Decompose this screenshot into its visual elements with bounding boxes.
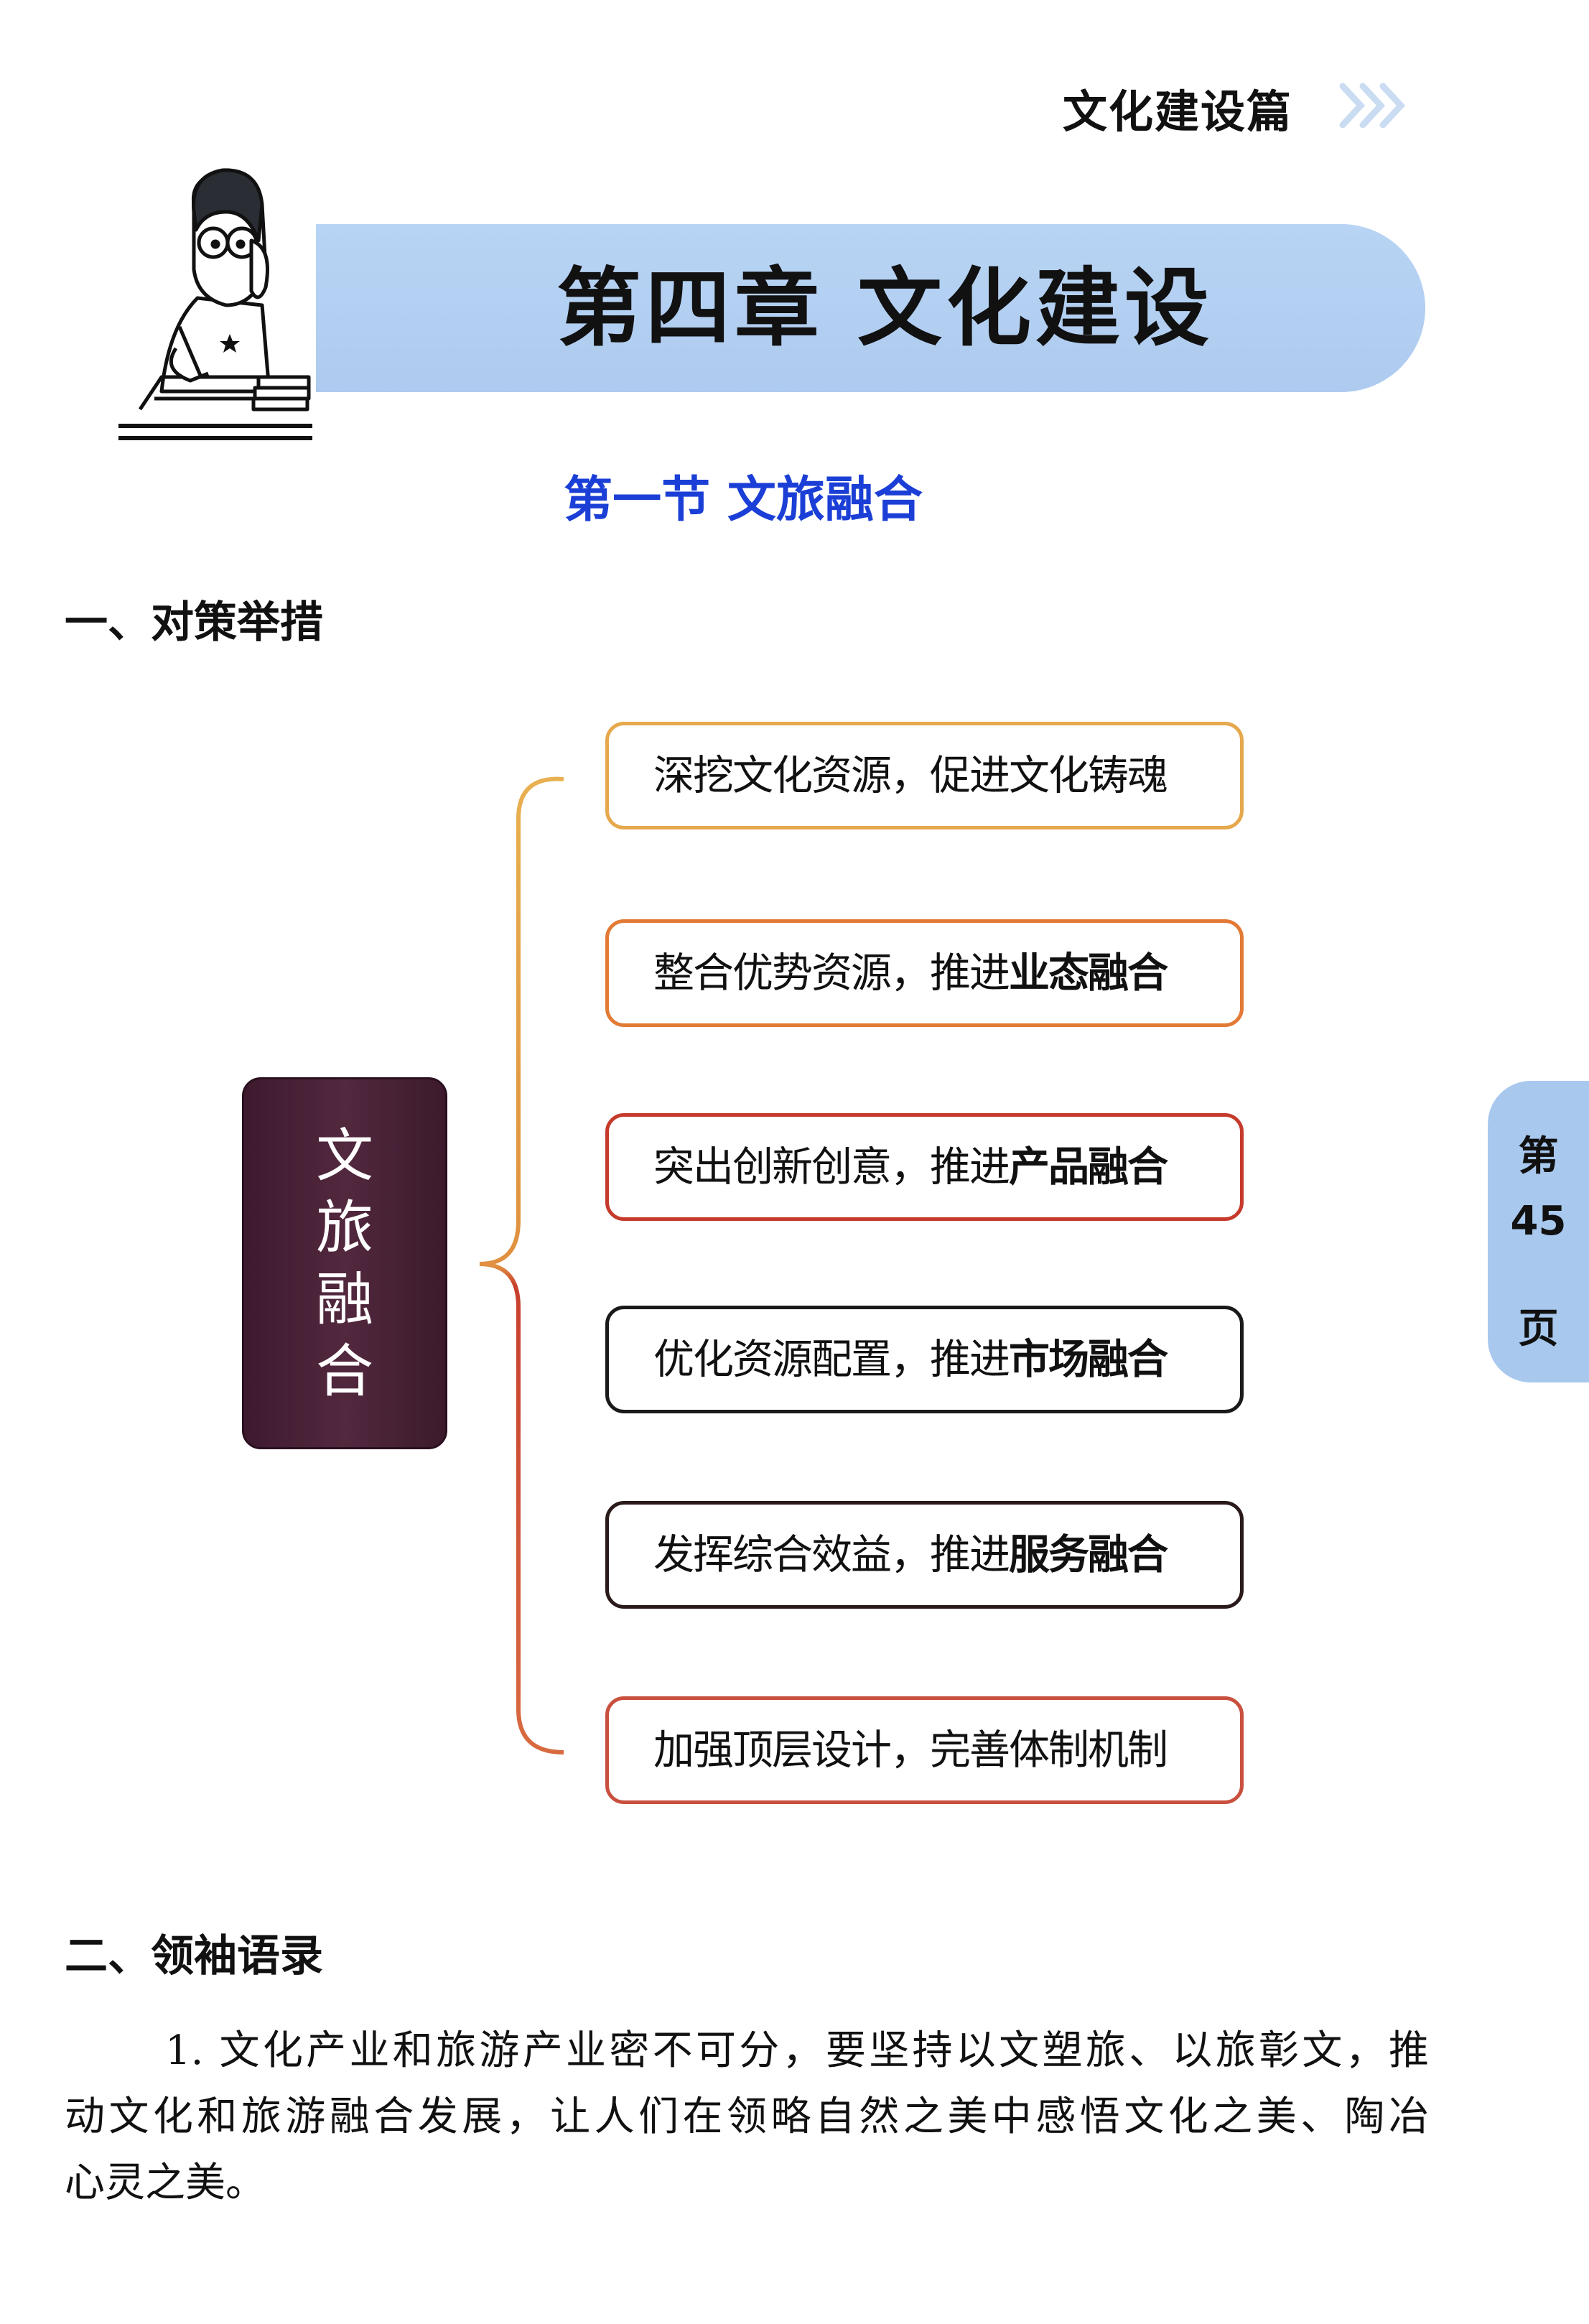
center-node: [242, 1077, 447, 1449]
page-tab: [1488, 1081, 1589, 1382]
student-illustration: [118, 168, 312, 440]
branch-box: 优化资源配置，推进市场融合: [605, 1306, 1244, 1413]
branch-box: 整合优势资源，推进业态融合: [605, 919, 1244, 1027]
chapter-banner: [316, 224, 1425, 392]
page-number: 45: [1510, 1198, 1567, 1245]
part-title: 文化建设篇: [1063, 85, 1293, 138]
brace-connector: [479, 776, 564, 1754]
page-tab-prefix: 第: [1518, 1133, 1559, 1180]
quote-line: 动文化和旅游融合发展，让人们在领略自然之美中感悟文化之美、陶冶: [65, 2093, 1429, 2140]
center-char: 合: [316, 1338, 373, 1405]
branch-box: 加强顶层设计，完善体制机制: [605, 1696, 1244, 1804]
center-char: 旅: [316, 1194, 373, 1261]
chevron-right-icon: [1339, 83, 1406, 129]
section-title: 第一节 文旅融合: [564, 472, 923, 529]
branch-box: 深挖文化资源，促进文化铸魂: [605, 722, 1244, 829]
page-tab-suffix: 页: [1518, 1306, 1559, 1352]
heading-quotes: 二、领袖语录: [65, 1931, 323, 1981]
center-char: 融: [316, 1266, 373, 1333]
heading-countermeasures: 一、对策举措: [65, 598, 323, 648]
quote-line: 1. 文化产业和旅游产业密不可分，要坚持以文塑旅、以旅彰文，推: [165, 2027, 1429, 2074]
quote-line: 心灵之美。: [65, 2160, 266, 2206]
branch-box: 突出创新创意，推进产品融合: [605, 1113, 1244, 1221]
chapter-title: 第四章 文化建设: [556, 259, 1214, 358]
center-char: 文: [316, 1123, 373, 1189]
center-node-label: 文 旅 融 合: [242, 1120, 447, 1408]
branch-box: 发挥综合效益，推进服务融合: [605, 1501, 1244, 1609]
